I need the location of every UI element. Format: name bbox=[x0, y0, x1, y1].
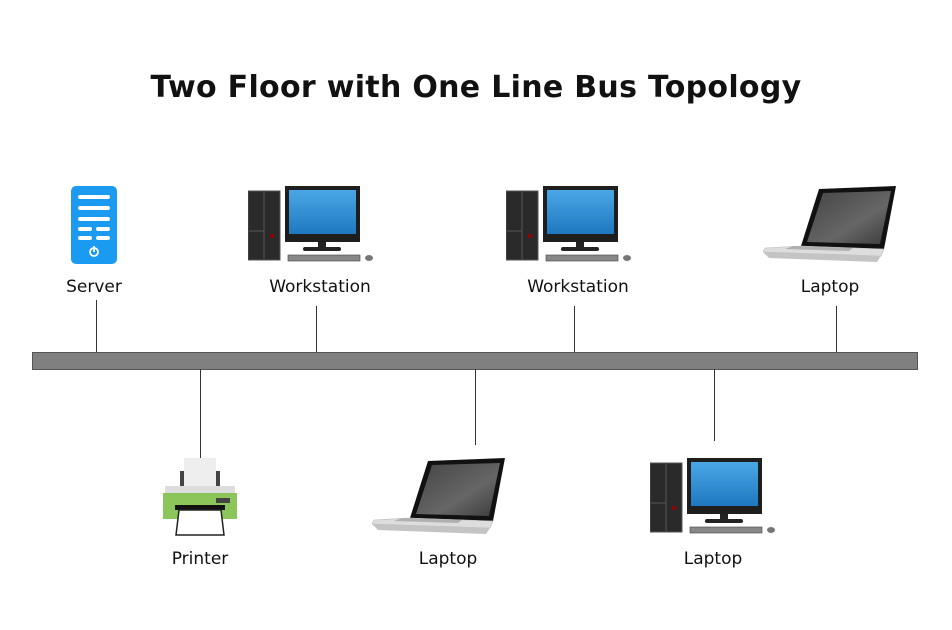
connector-line bbox=[836, 306, 837, 352]
server-icon bbox=[71, 186, 117, 268]
bus-backbone bbox=[32, 352, 918, 370]
connector-line bbox=[714, 369, 715, 441]
node-label-workstation: Workstation bbox=[527, 277, 629, 297]
connector-line bbox=[475, 369, 476, 445]
connector-line bbox=[200, 369, 201, 459]
connector-line bbox=[316, 306, 317, 352]
laptop-icon bbox=[371, 458, 506, 540]
node-label-laptop: Laptop bbox=[418, 549, 478, 569]
laptop-icon bbox=[762, 186, 897, 268]
node-label-laptop: Laptop bbox=[800, 277, 860, 297]
node-label-printer: Printer bbox=[171, 549, 229, 569]
workstation-icon bbox=[649, 458, 776, 540]
connector-line bbox=[96, 300, 97, 352]
node-label-server: Server bbox=[66, 277, 122, 297]
printer-icon bbox=[163, 458, 238, 540]
workstation-icon bbox=[247, 186, 374, 268]
node-label-workstation: Workstation bbox=[269, 277, 371, 297]
diagram-title: Two Floor with One Line Bus Topology bbox=[150, 70, 802, 105]
node-label-laptop: Laptop bbox=[683, 549, 743, 569]
connector-line bbox=[574, 306, 575, 352]
workstation-icon bbox=[505, 186, 632, 268]
